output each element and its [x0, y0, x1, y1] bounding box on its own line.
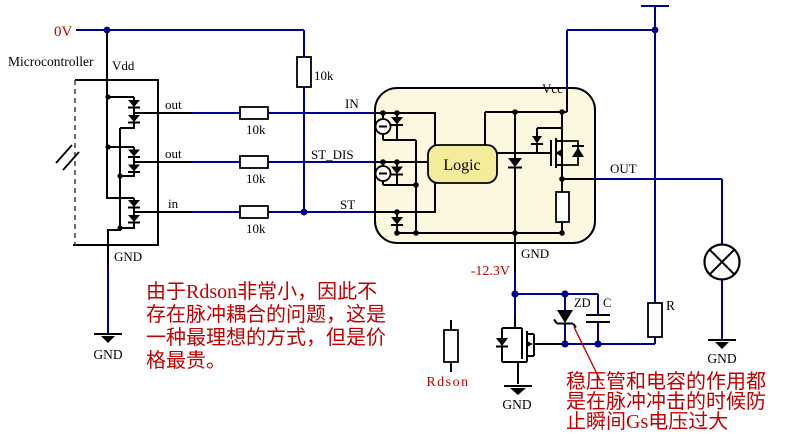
resistor-10k-pullup [296, 56, 312, 88]
label-micro-gnd: GND [114, 249, 142, 264]
label-pin-out2: out [165, 146, 182, 161]
microcontroller-block [55, 31, 192, 265]
label-microcontroller: Microcontroller [8, 54, 94, 69]
label-ic-in: IN [345, 96, 359, 111]
internal-junction-dots [105, 94, 565, 236]
break-mark-icon [55, 144, 80, 171]
note-left-line3: 一种最理想的方式，但是价 [146, 326, 386, 349]
resistor-10k-1 [239, 106, 269, 120]
note-left: 由于Rdson非常小，因此不 存在脉冲耦合的问题，这是 一种最理想的方式，但是价… [146, 280, 386, 372]
label-gnd-2: GND [502, 397, 531, 412]
note-left-line2: 存在脉冲耦合的问题，这是 [146, 303, 386, 326]
label-ic-out: OUT [610, 161, 637, 176]
input-resistors [239, 56, 312, 219]
label-r1: 10k [246, 122, 266, 137]
label-zd: ZD [574, 296, 591, 310]
note-right-line3: 止瞬间Gs电压过大 [566, 410, 728, 433]
internal-mosfet-icon [550, 138, 584, 168]
note-right: 稳压管和电容的作用都 是在脉冲冲击的时候防 止瞬间Gs电压过大 [566, 370, 766, 433]
label-logic: Logic [443, 157, 480, 174]
label-pullup: 10k [314, 68, 334, 83]
resistor-r [647, 302, 663, 338]
wires [76, 5, 723, 345]
input-zener-icons [391, 117, 403, 226]
label-c: C [603, 296, 611, 310]
label-ic-gnd: GND [521, 246, 549, 261]
gnd-symbol-icon [504, 385, 532, 395]
label-r2: 10k [246, 171, 266, 186]
gate-protection [553, 302, 663, 338]
label-ic-st-dis: ST_DIS [311, 147, 354, 162]
label-ic-vcc: Vcc [542, 81, 563, 96]
rdson-resistor [443, 329, 459, 363]
junction-dots [103, 26, 659, 348]
gnd-symbol-icon [94, 333, 122, 343]
ground-symbols [94, 333, 736, 395]
label-0v: 0V [54, 24, 73, 40]
driver-ic-block [374, 87, 596, 244]
external-mosfet-icon [496, 316, 535, 384]
lamp-icon [703, 243, 741, 281]
gate-zener-icon [531, 136, 543, 145]
zener-zd-icon [553, 310, 577, 329]
label-pin-in: in [168, 196, 179, 211]
label-ic-st: ST [340, 197, 355, 212]
note-left-line1: 由于Rdson非常小，因此不 [146, 280, 377, 303]
label-r3: 10k [246, 221, 266, 236]
note-left-line4: 格最贵。 [146, 349, 226, 372]
label-vdd: Vdd [112, 58, 135, 73]
label-gnd-1: GND [93, 347, 122, 362]
logic-block [427, 144, 498, 184]
note-right-line1: 稳压管和电容的作用都 [566, 370, 766, 393]
label-r: R [666, 298, 675, 313]
micro-output-diodes-icon [128, 100, 140, 224]
resistor-10k-3 [239, 205, 269, 219]
capacitor-icon [586, 314, 610, 323]
resistor-10k-2 [239, 155, 269, 169]
note-right-line2: 是在脉冲冲击的时候防 [566, 390, 766, 413]
internal-resistor [555, 191, 570, 223]
gnd-symbol-icon [708, 339, 736, 349]
label-gnd-3: GND [707, 351, 736, 366]
rdson-symbol [443, 320, 459, 372]
label-rdson: Rdson [426, 375, 469, 390]
annotation-pointer-line [573, 326, 601, 381]
internal-clamp-zener-icon [508, 158, 522, 169]
label-pin-out1: out [165, 97, 182, 112]
label-neg-supply: -12.3V [471, 264, 510, 279]
